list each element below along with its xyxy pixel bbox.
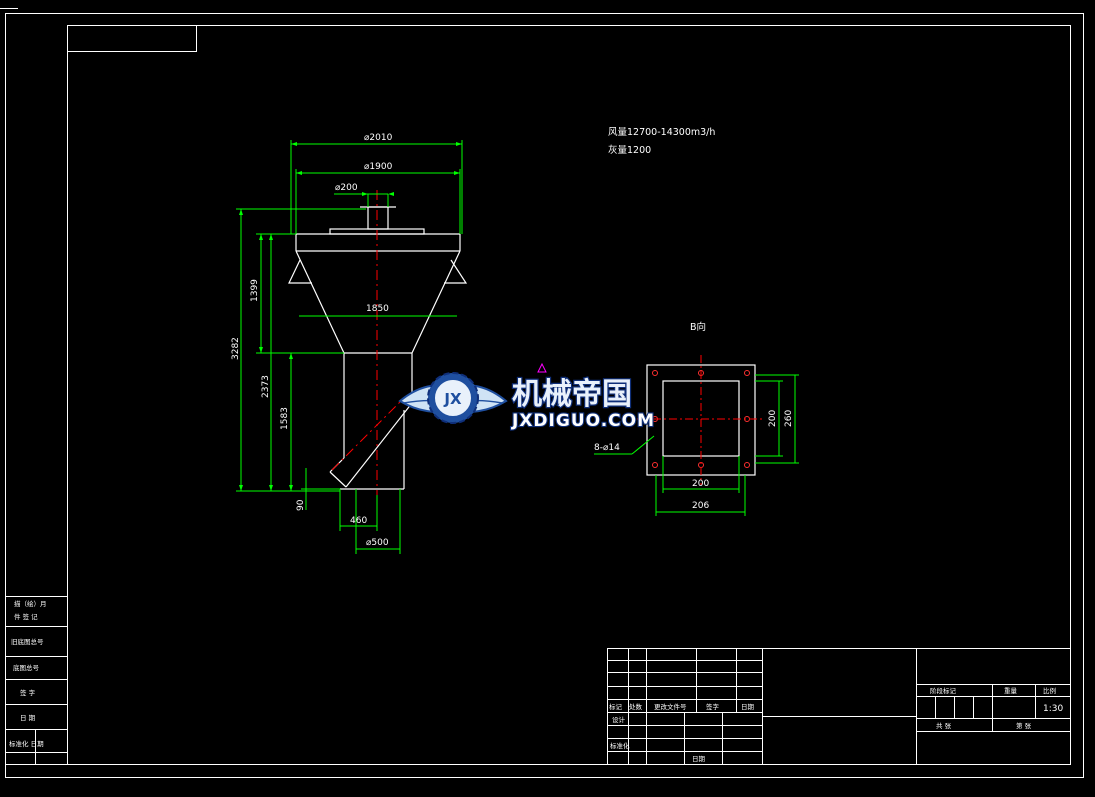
dim-outlet-diameter: ⌀500 [366, 538, 389, 548]
tb-col-mark: 标记 [609, 702, 623, 711]
dim-outer-height: 260 [784, 410, 794, 427]
spec-ash-volume: 灰量1200 [608, 144, 651, 156]
dim-pipe-diameter: ⌀200 [335, 183, 358, 193]
dim-inner-height: 200 [768, 410, 778, 427]
watermark-logo: JX 机械帝国 JXDIGUO.COM [398, 372, 655, 432]
tb-weight: 重量 [1004, 687, 1018, 695]
dim-inner-width: 200 [692, 479, 709, 489]
stamp-label-date: 日 期 [20, 714, 36, 722]
tb-sheet-no: 第 张 [1016, 721, 1032, 730]
logo-letters: JX [443, 390, 462, 408]
dim-cone-width: 1850 [366, 304, 389, 314]
tb-col-date: 日期 [741, 703, 755, 711]
title-block [607, 648, 1071, 765]
stamp-label-old-drawing-no: 旧底图总号 [11, 637, 44, 646]
tb-scale-label: 比例 [1043, 686, 1056, 695]
stamp-label-drawing-no: 底图总号 [13, 663, 40, 672]
hopper-outline [288, 206, 468, 490]
marker-icon [537, 362, 547, 373]
tb-col-sign: 签字 [706, 702, 720, 711]
holes-label: 8-⌀14 [594, 443, 620, 453]
centerline [331, 190, 405, 495]
stamp-label-signature: 件 签 记 [14, 612, 38, 621]
elevation-dimension-lines [236, 140, 463, 554]
dim-top-diameter: ⌀2010 [364, 133, 393, 143]
tb-scale-value: 1:30 [1043, 704, 1063, 714]
dim-outer-width: 206 [692, 501, 709, 511]
dim-base: 90 [296, 499, 306, 511]
flange-dimension-lines [594, 374, 799, 516]
dim-total-height: 3282 [231, 337, 241, 360]
gear-icon [427, 372, 479, 424]
dimension-arrows [239, 142, 462, 491]
section-view-title: B向 [690, 321, 706, 333]
watermark-url: JXDIGUO.COM [511, 411, 655, 431]
flange-centerlines [637, 355, 765, 485]
tb-col-count: 处数 [629, 702, 643, 711]
dim-upper-height: 1399 [250, 279, 260, 302]
dim-offset: 460 [350, 516, 367, 526]
stamp-label-drawn: 描（绘）月 [14, 599, 47, 608]
stamp-label-standard-date: 标准化 日期 [9, 739, 44, 748]
tb-approve: 日期 [692, 755, 706, 763]
dim-lower-height: 2373 [261, 375, 271, 398]
dim-mid-diameter: ⌀1900 [364, 162, 393, 172]
tb-sheets-total: 共 张 [936, 721, 952, 730]
sheet-frame [0, 8, 1084, 778]
dim-outlet-height: 1583 [280, 407, 290, 430]
tb-row-design: 设计 [612, 715, 626, 724]
tb-stage-mark: 阶段标记 [930, 686, 957, 695]
spec-air-volume: 风量12700-14300m3/h [608, 127, 715, 138]
tb-col-change-no: 更改文件号 [654, 702, 687, 711]
stamp-label-sign: 签 字 [20, 688, 36, 697]
tb-row-standard: 标准化 [610, 741, 630, 750]
watermark-name: 机械帝国 [512, 377, 632, 412]
left-stamp-table: 描（绘）月 件 签 记 旧底图总号 底图总号 签 字 日 期 标准化 日期 [5, 596, 68, 765]
